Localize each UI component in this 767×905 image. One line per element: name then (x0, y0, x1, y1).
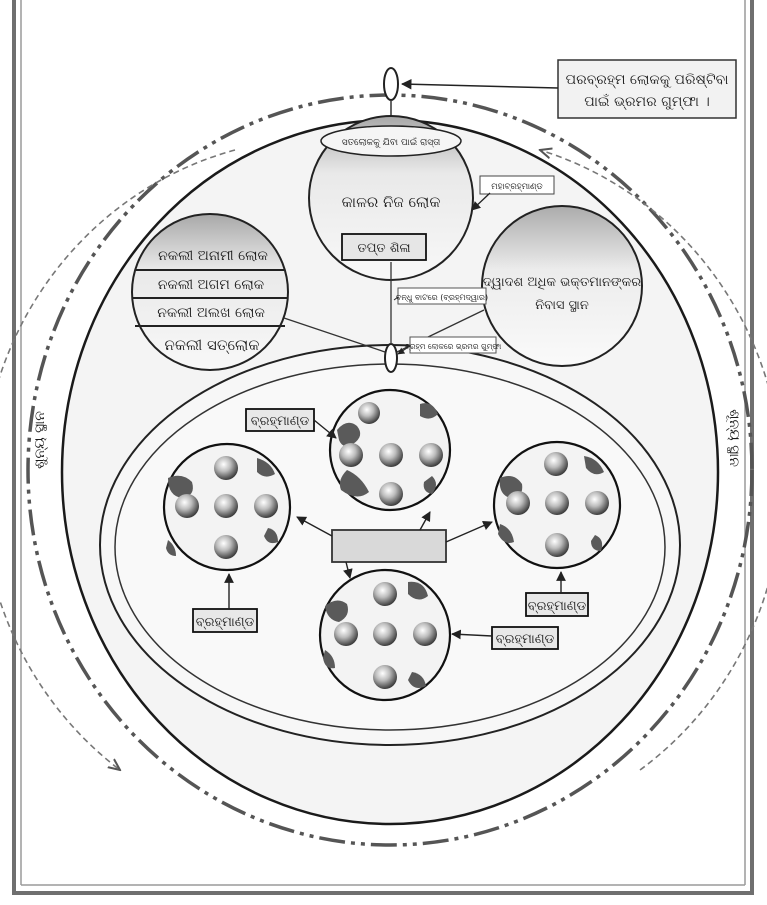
svg-text:ବ୍ରହ୍ମାଣ୍ଡ: ବ୍ରହ୍ମାଣ୍ଡ (196, 615, 255, 631)
satlok-path-label: ସତଲୋକକୁ ଯିବା ପାଇଁ ରାସ୍ତା (342, 136, 441, 148)
parbrahm-arrow (400, 78, 559, 90)
brahmand-label-right: ବ୍ରହ୍ମାଣ୍ଡ (525, 592, 589, 617)
brahmand-arrow-bottom (451, 629, 493, 640)
right-flow-arc (540, 150, 767, 771)
kal-lok-title: କାଳର ନିଜ ଲୋକ (342, 193, 441, 211)
svg-text:ବନ୍ଧୁ ବାଟରେ (ବ୍ରହ୍ମଦ୍ୱାର): ବନ୍ଧୁ ବାଟରେ (ବ୍ରହ୍ମଦ୍ୱାର) (396, 293, 488, 303)
bandhu-arrow (393, 296, 399, 301)
svg-text:ମହାବ୍ରହ୍ମାଣ୍ଡ: ମହାବ୍ରହ୍ମାଣ୍ଡ (491, 182, 543, 192)
devotee-home-sphere: ଦ୍ୱାଦଶ ଅଧିକ ଭକ୍ତମାନଙ୍କର ନିବାସ ସ୍ଥାନ (481, 205, 643, 367)
fake-agam-lok: ନକଲୀ ଅଗମ ଲୋକ (158, 277, 264, 293)
svg-text:ବ୍ରହ୍ମାଣ୍ଡ: ବ୍ରହ୍ମାଣ୍ଡ (528, 599, 587, 615)
side-label-right: ଶୂନ୍ୟ ସ୍ଥାନ (725, 409, 742, 467)
center-controller-box (331, 529, 447, 563)
parbrahm-box: ପରବ୍ରହ୍ମ ଲୋକକୁ ପରିଷ୍ଟିବା ପାଇଁ ଭ୍ରମର ଗୁମ୍… (557, 59, 737, 119)
brahmand-bottom (318, 568, 452, 702)
svg-text:ବ୍ରହ୍ମାଣ୍ଡ: ବ୍ରହ୍ମାଣ୍ଡ (251, 414, 310, 430)
maha-brahmand-label: ମହାବ୍ରହ୍ମାଣ୍ଡ (479, 175, 555, 195)
devotee-home-line2: ନିବାସ ସ୍ଥାନ (535, 298, 589, 313)
brahmand-right (492, 440, 622, 570)
svg-text:ବ୍ରହ୍ମ ଲୋକରେ ଭ୍ରମର ଗୁମ୍ଫା: ବ୍ରହ୍ମ ଲୋକରେ ଭ୍ରମର ଗୁମ୍ଫା (405, 342, 502, 352)
maha-brahmand-arrow (471, 192, 491, 211)
bhramar-gufa-label: ବ୍ରହ୍ମ ଲୋକରେ ଭ୍ରମର ଗୁମ୍ଫା (405, 336, 502, 354)
brahmand-label-left: ବ୍ରହ୍ମାଣ୍ଡ (192, 608, 258, 633)
fake-satlok: ନକଲୀ ସତ୍‌ଲୋକ (165, 336, 260, 354)
brahmand-arrow-top (313, 419, 337, 439)
brahmand-label-top: ବ୍ରହ୍ମାଣ୍ଡ (245, 408, 315, 432)
parbrahm-line2: ପାଇଁ ଭ୍ରମର ଗୁମ୍ଫା । (584, 93, 710, 110)
devotee-home-line1: ଦ୍ୱାଦଶ ଅଧିକ ଭକ୍ତମାନଙ୍କର (483, 275, 641, 290)
brahmand-label-bottom: ବ୍ରହ୍ମାଣ୍ଡ (491, 626, 559, 650)
top-gate (383, 67, 399, 101)
fake-anami-lok: ନକଲୀ ଅନାମୀ ଲୋକ (158, 248, 268, 264)
center-gate (384, 343, 398, 373)
parbrahm-line1: ପରବ୍ରହ୍ମ ଲୋକକୁ ପରିଷ୍ଟିବା (566, 72, 729, 89)
svg-text:ବ୍ରହ୍ମାଣ୍ଡ: ବ୍ରହ୍ମାଣ୍ଡ (496, 632, 555, 648)
kal-lok-sphere: ସତଲୋକକୁ ଯିବା ପାଇଁ ରାସ୍ତା କାଳର ନିଜ ଲୋକ ତପ… (308, 115, 474, 281)
bandhu-label: ବନ୍ଧୁ ବାଟରେ (ବ୍ରହ୍ମଦ୍ୱାର) (396, 287, 488, 305)
bhramar-gufa-arrow (397, 345, 411, 355)
tapt-shila: ତପ୍ତ ଶିଳା (357, 241, 410, 256)
center-arrows (296, 511, 493, 579)
fake-alakh-lok: ନକଲୀ ଅଲଖ ଲୋକ (157, 305, 265, 321)
brahmand-top (328, 388, 452, 512)
side-label-left: ଶୁନ୍ୟ ସ୍ଥାନ (32, 411, 48, 469)
fake-lokas-sphere: ନକଲୀ ଅନାମୀ ଲୋକ ନକଲୀ ଅଗମ ଲୋକ ନକଲୀ ଅଲଖ ଲୋକ… (131, 213, 289, 371)
brahmand-left (162, 442, 292, 572)
